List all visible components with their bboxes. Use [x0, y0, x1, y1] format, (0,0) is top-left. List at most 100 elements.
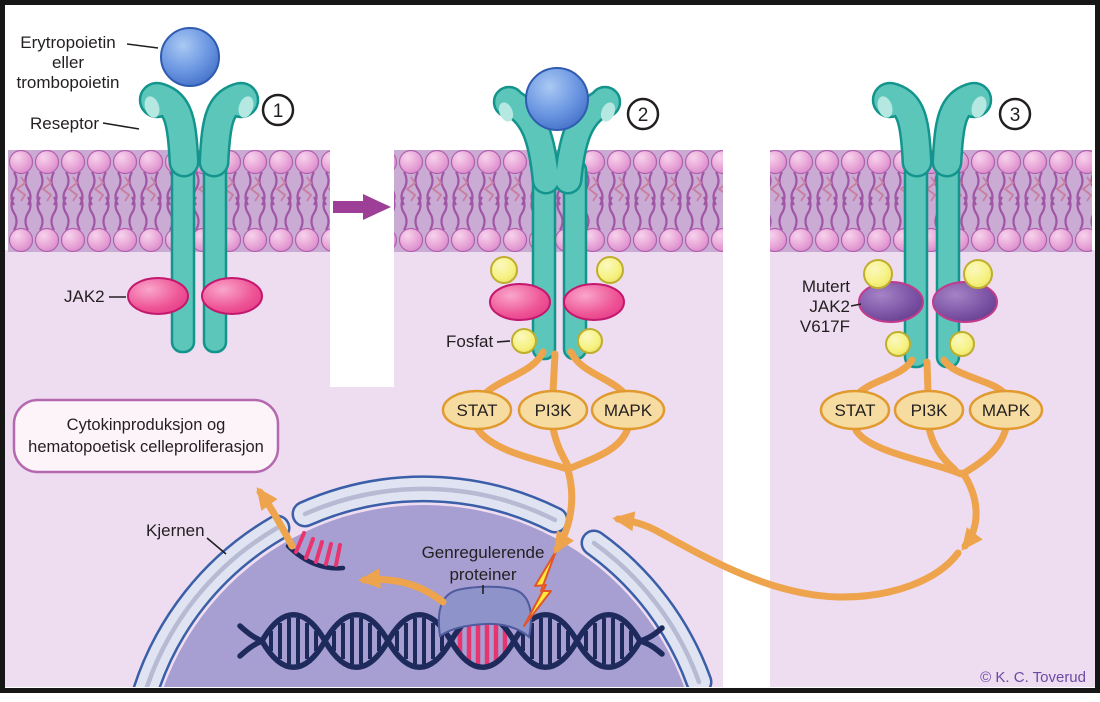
- jak2-left: [127, 277, 189, 315]
- nucleus-arrows: [256, 487, 447, 606]
- kjernen-leader-line: [206, 537, 227, 555]
- phosphates-receptor-3: [863, 259, 993, 357]
- signal-arrow-to-nucleus: [553, 463, 576, 555]
- stat-oval-2: [441, 389, 513, 431]
- stat-label-3: STAT: [835, 401, 876, 420]
- step-arrow-icon: [333, 194, 391, 220]
- jak2-active-right: [563, 283, 625, 321]
- receptor-1: [127, 27, 263, 354]
- mutant-leader-line: [850, 303, 862, 307]
- mapk-oval-3: [968, 389, 1044, 431]
- mutant-label-line3: V617F: [800, 317, 850, 336]
- ligand-ball-1: [160, 27, 220, 87]
- dna-strand-b: [237, 612, 665, 670]
- signal-line: [940, 356, 1008, 397]
- step-2-number: 2: [638, 105, 649, 126]
- receptor-label: Reseptor: [30, 114, 140, 133]
- genreg-label-line2: proteiner: [449, 565, 516, 584]
- pi3k-label-2: PI3K: [535, 401, 573, 420]
- receptor-1-highlight-right: [238, 96, 254, 118]
- signal-cascade-panel-3: [612, 356, 1010, 601]
- ligand-label-line2: eller: [52, 53, 84, 72]
- signal-ovals-panel-3: STAT PI3K MAPK: [819, 389, 1044, 431]
- step-1-number: 1: [273, 101, 284, 122]
- receptor-2-highlight-left: [498, 102, 514, 122]
- cell-membrane: [8, 150, 1092, 252]
- mutant-label-line1: Mutert: [802, 277, 850, 296]
- mrna-transcript: [285, 531, 346, 571]
- mutant-jak2-right: [932, 281, 998, 323]
- step-1-circle: [261, 93, 295, 127]
- step-3-circle: [998, 97, 1032, 131]
- signal-line: [549, 350, 559, 396]
- stat-label-2: STAT: [457, 401, 498, 420]
- step-3-number: 3: [1010, 105, 1021, 126]
- pi3k-label-3: PI3K: [911, 401, 949, 420]
- jak2-active-left: [489, 283, 551, 321]
- envelope-segment-left: [132, 514, 291, 687]
- kjernen-label: Kjernen: [146, 521, 227, 555]
- receptor-label-text: Reseptor: [30, 114, 99, 133]
- copyright-text: © K. C. Toverud: [980, 669, 1086, 686]
- signal-line: [473, 424, 568, 472]
- receptor-2-highlight-right: [600, 102, 616, 122]
- outcome-box: Cytokinproduksjon og hematopoetisk celle…: [12, 398, 280, 474]
- phosphate-icon: [949, 331, 975, 357]
- mapk-oval-2: [590, 389, 666, 431]
- cytoplasm-regions: [5, 250, 1095, 687]
- outcome-text-line1: Cytokinproduksjon og: [67, 416, 226, 434]
- signal-line: [567, 424, 632, 472]
- mapk-label-2: MAPK: [604, 401, 653, 420]
- step-badges: 1 2 3: [261, 93, 1032, 131]
- signal-line: [482, 348, 547, 397]
- gene-protein-label: Genregulerende proteiner: [422, 543, 545, 594]
- phosphates-receptor-2: [490, 256, 624, 354]
- outcome-text-line2: hematopoetisk celleproliferasjon: [28, 438, 264, 456]
- step-2-circle: [626, 97, 660, 131]
- mapk-label-3: MAPK: [982, 401, 1031, 420]
- mutant-jak2-label: Mutert JAK2 V617F: [800, 277, 862, 336]
- phosphate-icon: [885, 331, 911, 357]
- mutant-label-line2: JAK2: [809, 297, 850, 316]
- phosphate-icon: [963, 259, 993, 289]
- kjernen-label-text: Kjernen: [146, 521, 205, 540]
- dna-rungs: [269, 618, 633, 664]
- genreg-label-line1: Genregulerende: [422, 543, 545, 562]
- dna-highlighted-rungs: [457, 616, 508, 666]
- signal-line: [855, 356, 916, 397]
- lightning-icon: [523, 550, 557, 627]
- jak2-right: [201, 277, 263, 315]
- jak2-label-text: JAK2: [64, 287, 105, 306]
- signal-arrow-mid: [959, 469, 983, 551]
- fosfat-label-text: Fosfat: [446, 332, 494, 351]
- ligand-label-line1: Erytropoietin: [20, 33, 115, 52]
- mrna-strand: [285, 543, 346, 571]
- receptor-leader-line: [102, 122, 140, 130]
- jak2-label: JAK2: [64, 287, 126, 306]
- panel-gap-1: [330, 250, 394, 387]
- phosphate-icon: [863, 259, 893, 289]
- phosphate-icon: [511, 328, 537, 354]
- envelope-segment-right: [580, 529, 713, 687]
- cytoplasm-panel-3: [770, 250, 1095, 687]
- signal-cascade-panel-2: [473, 348, 632, 555]
- outcome-box-shape: [12, 398, 280, 474]
- ligand-ball-2: [525, 67, 589, 131]
- pi3k-oval-2: [517, 389, 589, 431]
- stat-oval-3: [819, 389, 891, 431]
- ligand-label: Erytropoietin eller trombopoietin: [16, 33, 159, 92]
- receptor-3-highlight-left: [877, 96, 893, 118]
- phosphate-icon: [490, 256, 518, 284]
- nuclear-envelope: [132, 475, 713, 687]
- phosphate-icon: [596, 256, 624, 284]
- fosfat-label: Fosfat: [446, 332, 511, 351]
- gene-protein-blob: [437, 585, 532, 639]
- signal-line: [923, 358, 932, 396]
- fosfat-leader-line: [496, 340, 511, 343]
- mrna-teeth: [294, 531, 342, 567]
- receptor-2: [489, 67, 625, 361]
- signal-ovals-panel-2: STAT PI3K MAPK: [441, 389, 666, 431]
